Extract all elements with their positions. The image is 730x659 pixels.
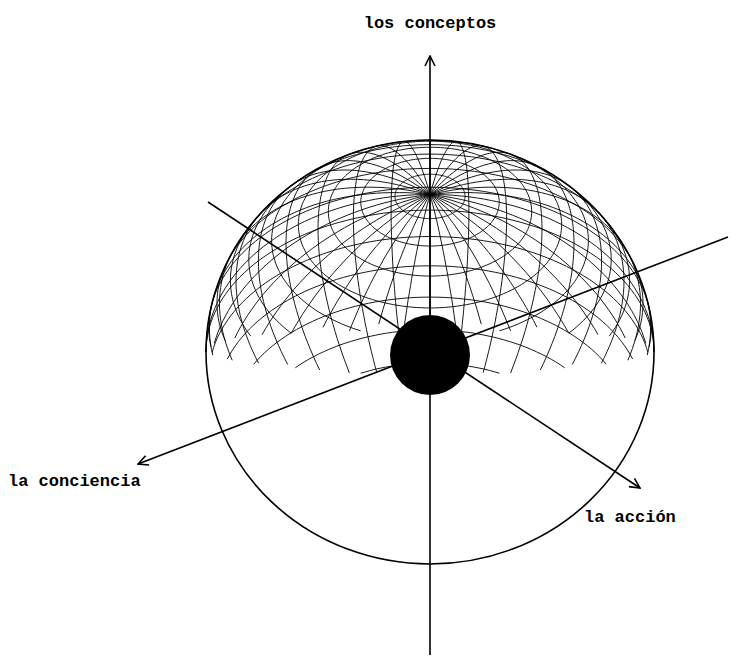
mesh-line xyxy=(249,145,430,334)
axis-line xyxy=(208,202,640,488)
mesh-line xyxy=(323,195,430,328)
mesh-line xyxy=(430,193,651,356)
mesh-line xyxy=(272,140,430,330)
mesh-line xyxy=(430,195,654,353)
axis-label: la conciencia xyxy=(8,472,141,492)
axis-label: los conceptos xyxy=(364,14,497,34)
mesh-line xyxy=(430,195,625,339)
axis-line xyxy=(138,237,728,464)
center-ball xyxy=(390,315,470,395)
mesh-line xyxy=(430,195,646,344)
mesh-line xyxy=(430,195,569,334)
mesh-line xyxy=(430,195,598,335)
mesh-line xyxy=(349,195,430,331)
mesh-line xyxy=(209,193,430,356)
mesh-line xyxy=(430,140,588,330)
mesh-line xyxy=(291,195,430,334)
axis-label: la acción xyxy=(584,508,676,528)
mesh-line xyxy=(430,195,481,325)
mesh-line xyxy=(430,195,511,331)
mesh-line xyxy=(430,145,611,334)
mesh-line xyxy=(404,195,430,329)
mesh-line xyxy=(430,195,456,329)
